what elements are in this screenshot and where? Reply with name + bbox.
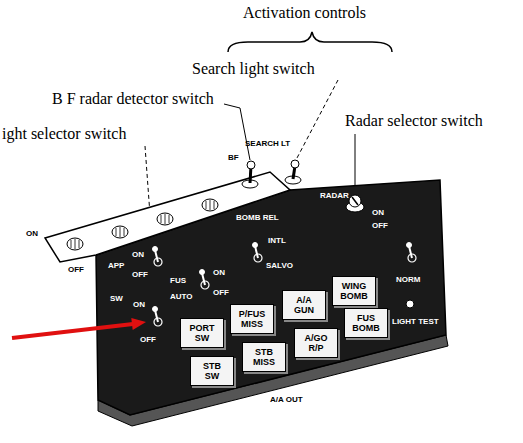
panel-marking: OFF bbox=[68, 266, 84, 275]
push-button: A/A GUN bbox=[282, 290, 326, 320]
leader-line bbox=[355, 134, 356, 190]
panel-marking: APP bbox=[108, 262, 124, 271]
brace bbox=[228, 32, 392, 52]
switch-strip bbox=[45, 172, 290, 262]
panel-marking: BOMB REL bbox=[236, 214, 279, 223]
pointer-arrow bbox=[12, 324, 133, 338]
panel-marking: FUS bbox=[170, 277, 186, 286]
panel-marking: OFF bbox=[140, 336, 156, 345]
button-legend: FUS BOMB bbox=[352, 313, 379, 333]
panel-marking: AUTO bbox=[170, 293, 193, 302]
panel-marking: OFF bbox=[372, 222, 388, 231]
leader-line bbox=[297, 80, 338, 158]
push-button: WING BOMB bbox=[332, 276, 376, 306]
toggle-switch bbox=[242, 161, 258, 188]
push-button: STB SW bbox=[190, 356, 234, 386]
panel-marking: BF bbox=[228, 154, 239, 163]
panel-marking: OFF bbox=[132, 271, 148, 280]
push-button: FUS BOMB bbox=[344, 308, 388, 338]
button-legend: WING BOMB bbox=[340, 281, 368, 301]
callout-label: Radar selector switch bbox=[345, 112, 483, 130]
callout-label: Search light switch bbox=[192, 60, 315, 78]
knurling bbox=[71, 200, 214, 249]
leader-line bbox=[224, 104, 250, 160]
button-legend: PORT SW bbox=[189, 323, 214, 343]
pointer-arrowhead bbox=[131, 318, 146, 330]
callout-label: ight selector switch bbox=[2, 125, 126, 143]
panel-marking: ON bbox=[132, 251, 144, 260]
knurled-knob bbox=[67, 199, 218, 250]
button-legend: A/GO R/P bbox=[304, 333, 327, 353]
button-legend: A/A GUN bbox=[294, 295, 314, 315]
panel-marking: RADAR bbox=[320, 192, 349, 201]
panel-marking: LIGHT TEST bbox=[392, 318, 439, 327]
push-button bbox=[406, 300, 414, 308]
panel-marking: SEARCH LT bbox=[245, 140, 290, 149]
panel-marking: SALVO bbox=[266, 262, 293, 271]
panel-marking: ON bbox=[213, 269, 225, 278]
panel-marking: ON bbox=[133, 301, 145, 310]
push-button: PORT SW bbox=[180, 318, 224, 348]
button-legend: STB SW bbox=[203, 361, 221, 381]
panel-marking: ON bbox=[372, 209, 384, 218]
panel-marking: INTL bbox=[268, 237, 286, 246]
panel-marking: ON bbox=[26, 230, 38, 239]
callout-label: B F radar detector switch bbox=[52, 90, 214, 108]
panel-marking: SW bbox=[110, 295, 123, 304]
title-label: Activation controls bbox=[243, 4, 366, 22]
push-button: STB MISS bbox=[242, 342, 286, 372]
button-legend: P/FUS MISS bbox=[239, 309, 266, 329]
panel-marking: OFF bbox=[213, 289, 229, 298]
panel-marking: NORM bbox=[396, 276, 420, 285]
button-legend: STB MISS bbox=[253, 347, 275, 367]
toggle-switch bbox=[285, 160, 301, 184]
push-button: A/GO R/P bbox=[294, 328, 338, 358]
panel-marking: A/A OUT bbox=[270, 396, 303, 405]
push-button: P/FUS MISS bbox=[230, 304, 274, 334]
